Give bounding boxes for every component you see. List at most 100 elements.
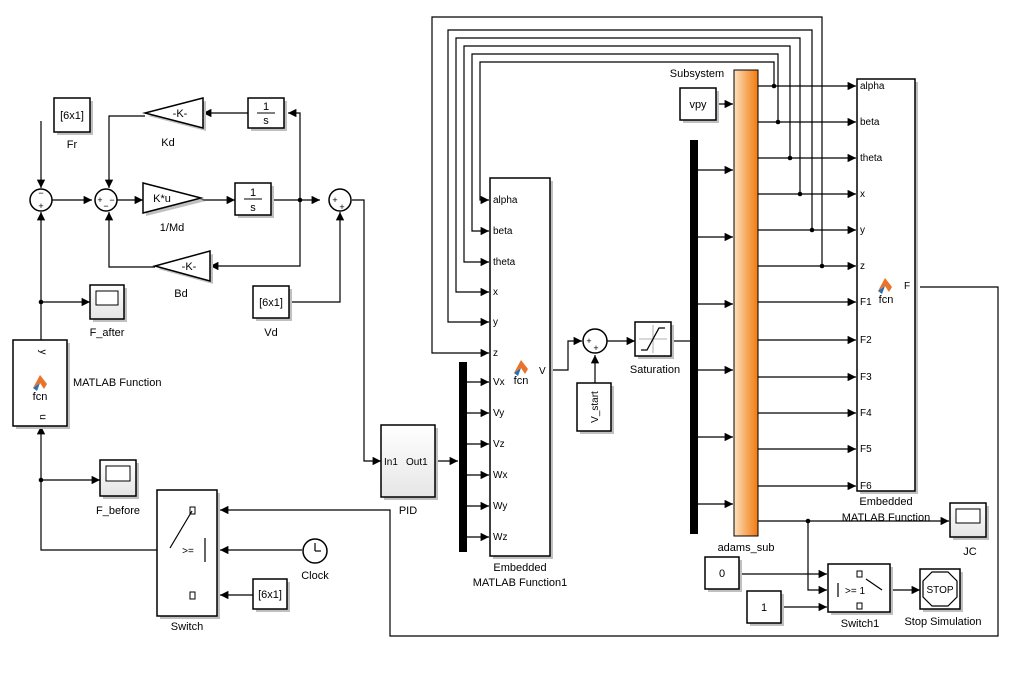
switch1-block[interactable]: >= 1 Switch1 [827,563,893,630]
gain-md-value: K*u [153,193,171,205]
embedded-matlab-function1-block[interactable]: alpha beta theta x y z Vx Vy Vz Wx Wy Wz… [473,177,568,589]
stop-simulation-block[interactable]: STOP Stop Simulation [904,568,982,628]
embedded-matlab-function-block[interactable]: alpha beta theta x y z F1 F2 F3 F4 F5 F6… [842,78,930,524]
scope-jc-block[interactable]: JC [949,502,989,558]
gain-md-block[interactable]: K*u 1/Md [142,182,206,234]
sum3-sign-left: + [332,195,337,205]
sum2-sign-left: + [97,195,102,205]
constant-fr-block[interactable]: [6x1] Fr [53,97,93,151]
adams-subsystem-bottom-label: adams_sub [718,542,775,554]
saturation-label: Saturation [630,364,680,376]
matlab-logo-icon [514,360,528,376]
emb2-in-f6: F6 [860,481,872,492]
constant-vpy-value: vpy [689,99,707,111]
clock-block[interactable]: Clock [301,538,329,582]
emb2-in-theta: theta [860,153,883,164]
emb1-in-wy: Wy [493,501,507,512]
saturation-block[interactable]: Saturation [630,321,680,376]
emb1-in-beta: beta [493,226,513,237]
switch1-label: Switch1 [841,618,880,630]
mux1-block[interactable] [459,362,467,552]
constant-vpy-block[interactable]: vpy [679,87,719,123]
emb2-in-f2: F2 [860,335,872,346]
switch-block[interactable]: >= Switch [156,489,220,633]
emb1-in-z: z [493,348,498,359]
sum1-sign-bottom: + [38,201,43,211]
pid-block[interactable]: In1 Out1 PID [380,424,438,517]
adams-subsystem-block[interactable]: Subsystem adams_sub [670,68,775,554]
emb1-in-vz: Vz [493,439,505,450]
emb2-inner: fcn [879,294,894,306]
emb2-in-beta: beta [860,117,880,128]
saturation-icon [639,325,667,353]
integrator-mid-block[interactable]: 1 s [234,182,274,218]
stop-sign-icon [922,571,958,607]
sum3-block[interactable]: + + [328,188,352,212]
constant-zero-block[interactable]: 0 [704,556,742,592]
emb2-label-line1: Embedded [859,496,912,508]
sum4-sign-left: + [586,336,591,346]
sum1-block[interactable]: − + [29,188,53,212]
gain-md-label: 1/Md [160,222,184,234]
emb2-label-line2: MATLAB Function [842,512,930,524]
emb1-in-y: y [493,317,498,328]
constant-vd-block[interactable]: [6x1] Vd [252,285,292,339]
emb1-label-line1: Embedded [493,562,546,574]
matlab-function-block[interactable]: y fcn u MATLAB Function [12,339,161,429]
emb2-in-alpha: alpha [860,81,885,92]
switch-label: Switch [171,621,203,633]
pid-in-port: In1 [384,457,398,468]
sum2-sign-right: − [109,195,114,205]
scope-f-after-label: F_after [90,327,125,339]
constant-6x1-value: [6x1] [258,589,282,601]
junction-dots [38,83,825,524]
emb2-in-z: z [860,261,865,272]
gain-kd-label: Kd [161,137,174,149]
sum2-block[interactable]: + − − [94,188,118,212]
emb2-in-f3: F3 [860,372,872,383]
scope-f-after-block[interactable]: F_after [89,284,127,339]
constant-fr-value: [6x1] [60,110,84,122]
emb2-in-y: y [860,225,865,236]
gain-bd-value: -K- [182,261,197,273]
clock-label: Clock [301,570,329,582]
constant-v-start-value: V_start [590,391,601,423]
emb1-out-v: V [539,366,546,377]
gain-bd-block[interactable]: -K- Bd [152,250,213,300]
integrator-top-num: 1 [263,101,269,113]
scope-jc-label: JC [963,546,977,558]
constant-fr-label: Fr [67,139,78,151]
emb1-in-vy: Vy [493,408,504,419]
gain-kd-block[interactable]: -K- Kd [142,97,206,149]
matlab-fn-port-u: u [37,414,48,420]
emb1-label-line2: MATLAB Function1 [473,577,568,589]
stop-label: Stop Simulation [904,616,981,628]
constant-one-value: 1 [761,602,767,614]
emb1-in-vx: Vx [493,377,505,388]
switch1-criteria: >= 1 [845,586,865,597]
scope-f-before-label: F_before [96,505,140,517]
constant-v-start-block[interactable]: V_start [576,382,614,434]
emb1-in-wx: Wx [493,470,507,481]
switch-criteria: >= [182,546,194,557]
matlab-fn-label: MATLAB Function [73,377,161,389]
emb1-in-x: x [493,287,498,298]
scope-f-before-block[interactable]: F_before [96,459,140,517]
emb1-inner: fcn [514,375,529,387]
gain-bd-label: Bd [174,288,187,300]
integrator-top-block[interactable]: 1 s [247,97,287,131]
emb2-out-f: F [904,281,910,292]
signal-lines [36,16,999,637]
clock-icon [314,543,321,552]
matlab-fn-port-y: y [37,350,48,355]
integrator-mid-den: s [250,202,256,214]
matlab-logo-icon [33,375,47,391]
mux2-block[interactable] [690,140,698,534]
sum4-block[interactable]: + + [582,328,608,354]
emb2-in-x: x [860,189,865,200]
constant-6x1-block[interactable]: [6x1] [252,578,290,612]
integrator-mid-num: 1 [250,187,256,199]
emb1-in-theta: theta [493,257,516,268]
constant-one-block[interactable]: 1 [746,590,784,626]
